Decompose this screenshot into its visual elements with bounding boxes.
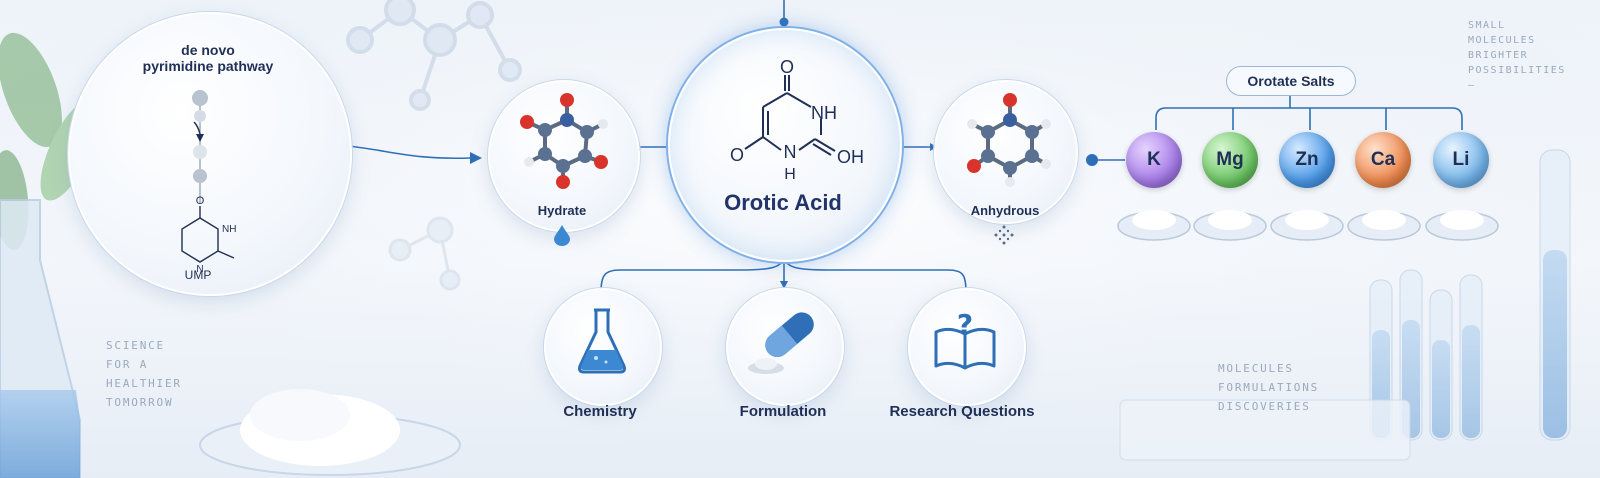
powder-dish bbox=[1270, 210, 1344, 241]
book-question-icon: ? bbox=[934, 312, 996, 370]
powder-dishes bbox=[1117, 210, 1499, 241]
top-right-note: SMALL MOLECULES BRIGHTER POSSIBILITIES — bbox=[1468, 18, 1566, 93]
formulation-label: Formulation bbox=[739, 403, 827, 420]
metal-symbol: Li bbox=[1452, 149, 1470, 170]
research-label: Research Questions bbox=[889, 403, 1035, 420]
anhydrous-molecule-icon bbox=[967, 93, 1051, 187]
note-line: FORMULATIONS bbox=[1218, 381, 1320, 394]
note-line: DISCOVERIES bbox=[1218, 400, 1311, 413]
note-line: HEALTHIER bbox=[106, 377, 182, 390]
note-line: SMALL bbox=[1468, 20, 1506, 31]
bottom-right-note: MOLECULES FORMULATIONS DISCOVERIES bbox=[1218, 359, 1319, 416]
powder-dish bbox=[1347, 210, 1421, 241]
powder-dish bbox=[1425, 210, 1499, 241]
flask-icon bbox=[578, 308, 626, 374]
pathway-step-node bbox=[193, 169, 207, 183]
chemistry-circle[interactable] bbox=[544, 288, 662, 406]
left-note: SCIENCE FOR A HEALTHIER TOMORROW bbox=[106, 336, 182, 412]
svg-text:?: ? bbox=[957, 312, 973, 341]
pathway-circle[interactable] bbox=[68, 12, 352, 296]
water-drop-icon bbox=[554, 225, 570, 246]
powder-dish bbox=[1117, 210, 1191, 241]
pathway-step-node bbox=[192, 90, 208, 106]
pathway-title: de novo pyrimidine pathway bbox=[108, 42, 308, 74]
atom-oh: OH bbox=[837, 147, 864, 167]
metal-symbol: Ca bbox=[1370, 149, 1396, 170]
hydrate-label: Hydrate bbox=[537, 203, 587, 218]
pathway-title-line1: de novo bbox=[181, 42, 235, 58]
atom-h-bottom: H bbox=[784, 166, 796, 183]
chemistry-label: Chemistry bbox=[563, 403, 637, 420]
metal-mg[interactable]: Mg bbox=[1202, 132, 1258, 188]
orotate-salts-title[interactable]: Orotate Salts bbox=[1226, 66, 1356, 96]
orotic-acid-title: Orotic Acid bbox=[724, 190, 842, 215]
note-line: FOR A bbox=[106, 358, 149, 371]
ump-label: UMP bbox=[184, 268, 212, 282]
anhydrous-circle[interactable] bbox=[934, 80, 1078, 224]
metal-symbol: Mg bbox=[1216, 149, 1244, 170]
note-line: — bbox=[1468, 80, 1476, 91]
metal-k[interactable]: K bbox=[1126, 132, 1182, 188]
metal-symbol: Zn bbox=[1295, 149, 1319, 170]
metal-li[interactable]: Li bbox=[1433, 132, 1489, 188]
powder-dish bbox=[1193, 210, 1267, 241]
note-line: POSSIBILITIES bbox=[1468, 65, 1566, 76]
capsule-icon bbox=[748, 312, 814, 374]
metal-symbol: K bbox=[1147, 149, 1161, 170]
pathway-step-node bbox=[193, 145, 207, 159]
metal-ca[interactable]: Ca bbox=[1355, 132, 1411, 188]
ump-o-label: O bbox=[196, 195, 205, 207]
anhydrous-label: Anhydrous bbox=[970, 203, 1040, 218]
ump-n-label: N bbox=[196, 264, 203, 275]
atom-nh: NH bbox=[811, 103, 837, 123]
orotic-acid-circle[interactable] bbox=[668, 28, 902, 262]
orotic-acid-structure: O NH O N H OH bbox=[730, 57, 864, 183]
hydrate-molecule-icon bbox=[520, 93, 608, 189]
note-line: BRIGHTER bbox=[1468, 50, 1529, 61]
note-line: MOLECULES bbox=[1218, 362, 1294, 375]
ump-nh-label: NH bbox=[222, 224, 236, 235]
note-line: SCIENCE bbox=[106, 339, 165, 352]
pathway-title-line2: pyrimidine pathway bbox=[142, 58, 274, 74]
metal-zn[interactable]: Zn bbox=[1279, 132, 1335, 188]
atom-n-bottom: N bbox=[784, 142, 797, 162]
pathway-step-node bbox=[194, 110, 206, 122]
crystal-lattice-icon bbox=[994, 225, 1014, 245]
pathway-steps: O NH N bbox=[181, 90, 236, 275]
research-circle[interactable] bbox=[908, 288, 1026, 406]
atom-o-top: O bbox=[780, 57, 794, 77]
note-line: TOMORROW bbox=[106, 396, 174, 409]
atom-o-left: O bbox=[730, 145, 744, 165]
note-line: MOLECULES bbox=[1468, 35, 1536, 46]
